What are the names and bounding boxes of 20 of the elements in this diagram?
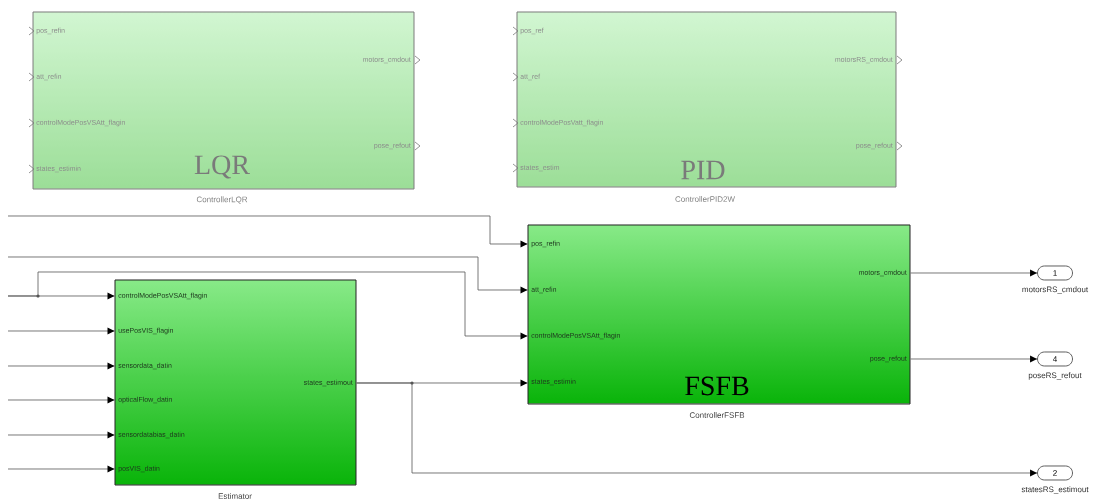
signal-line — [910, 269, 1038, 277]
block-name: ControllerLQR — [196, 196, 248, 204]
block-name: ControllerPID2W — [675, 196, 735, 202]
signal-line — [7, 431, 115, 439]
outport: 1 — [1037, 265, 1073, 281]
signal-line — [7, 215, 528, 248]
outport: 4 — [1037, 351, 1073, 367]
signal-line — [7, 327, 115, 335]
signal-line — [7, 465, 115, 473]
block-name: ControllerFSFB — [689, 412, 745, 418]
signal-line — [7, 256, 528, 294]
outport: 2 — [1037, 465, 1073, 481]
port-name: poseRS_refout — [1028, 372, 1082, 380]
port-name: motorsRS_cmdout — [1022, 286, 1089, 294]
port-name: statesRS_estimout — [1021, 486, 1089, 494]
block-title: FSFB — [685, 376, 749, 396]
signal-line — [910, 355, 1038, 363]
signal-line — [7, 362, 115, 370]
signal-line — [7, 396, 115, 404]
block-name: Estimator — [218, 493, 252, 499]
